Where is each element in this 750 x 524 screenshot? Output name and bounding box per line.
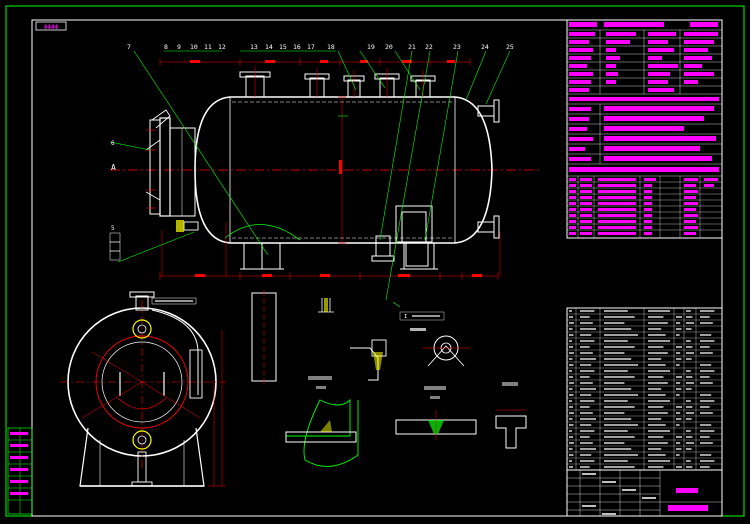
svg-text:21: 21 — [408, 43, 416, 51]
design-data-table — [566, 19, 723, 239]
balloon-numbers: 7 8 9 10 11 12 13 14 15 16 17 18 19 20 2… — [127, 43, 514, 51]
svg-text:11: 11 — [204, 43, 212, 51]
svg-text:22: 22 — [425, 43, 433, 51]
detail-i-label: I — [404, 314, 407, 320]
side-label-6: 6 — [111, 140, 115, 147]
svg-text:8: 8 — [164, 43, 168, 51]
left-stack-labels — [109, 232, 121, 261]
section-mark-a: A — [111, 163, 116, 172]
svg-text:12: 12 — [218, 43, 226, 51]
svg-text:7: 7 — [127, 43, 131, 51]
front-dimensions — [159, 58, 501, 280]
svg-text:24: 24 — [481, 43, 489, 51]
svg-text:10: 10 — [190, 43, 198, 51]
vessel-front-view — [110, 66, 540, 270]
leader-lines — [109, 50, 511, 308]
svg-text:14: 14 — [265, 43, 273, 51]
svg-text:17: 17 — [307, 43, 315, 51]
svg-text:15: 15 — [279, 43, 287, 51]
title-tag-box — [35, 21, 67, 31]
front-dim-values — [190, 60, 482, 277]
parts-list-table — [566, 307, 723, 471]
inner-frame — [31, 19, 723, 517]
side-label-5: 5 — [111, 225, 115, 232]
design-data-fills — [569, 22, 719, 172]
svg-text:19: 19 — [367, 43, 375, 51]
title-block — [566, 469, 723, 517]
vessel-side-view — [60, 291, 226, 487]
svg-text:25: 25 — [506, 43, 514, 51]
svg-text:23: 23 — [453, 43, 461, 51]
svg-text:13: 13 — [250, 43, 258, 51]
svg-text:16: 16 — [293, 43, 301, 51]
title-tag: ΦΦΦΦ — [44, 24, 59, 31]
svg-text:18: 18 — [327, 43, 335, 51]
revision-block — [7, 427, 33, 515]
detail-views: I — [251, 290, 527, 467]
svg-text:9: 9 — [177, 43, 181, 51]
svg-text:20: 20 — [385, 43, 393, 51]
